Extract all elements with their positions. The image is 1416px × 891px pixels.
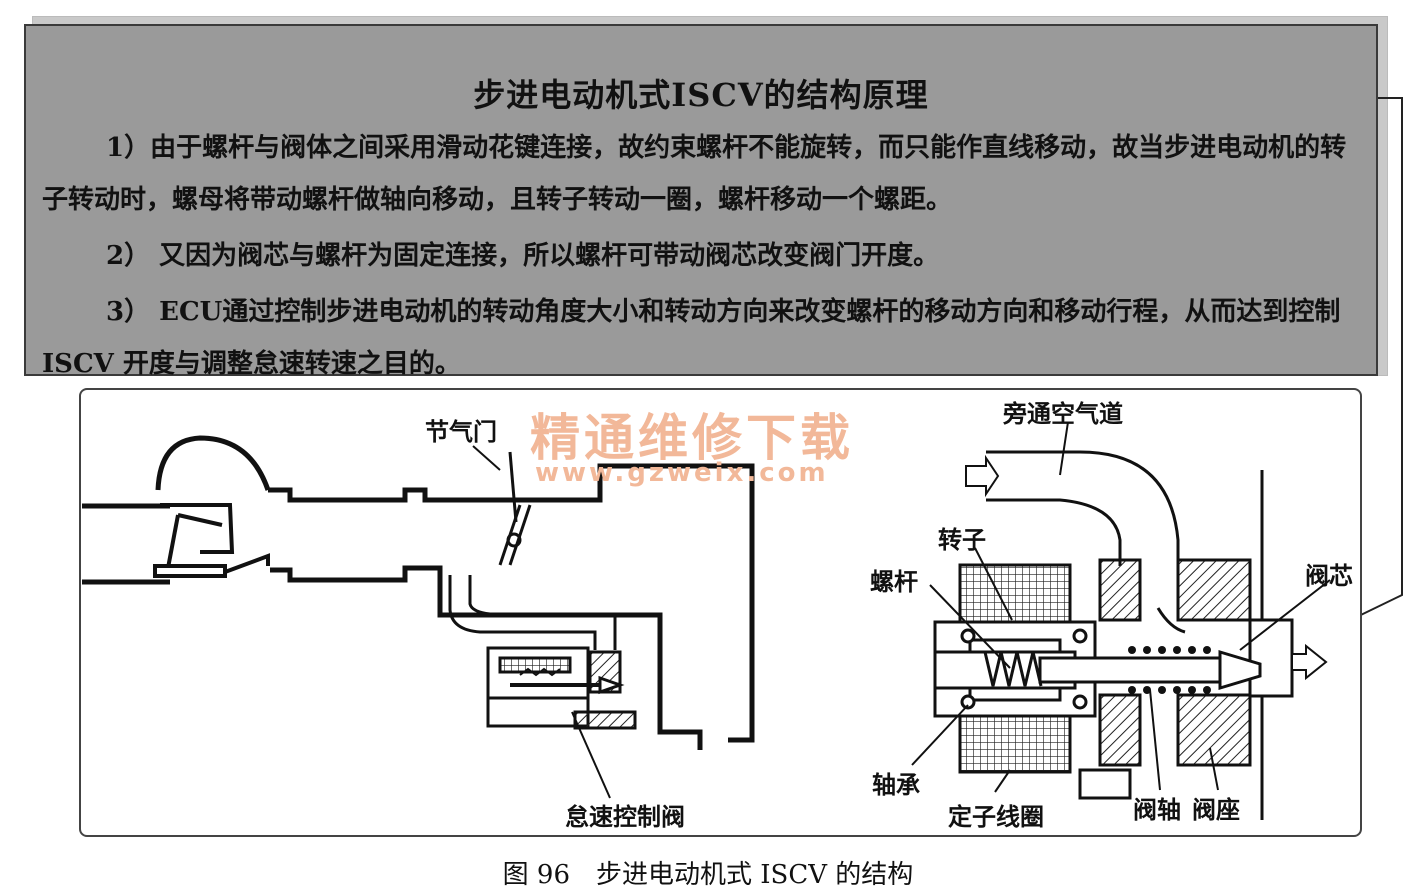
bypass-passage: [965, 450, 1180, 566]
paragraph-3: 3） ECU通过控制步进电动机的转动角度大小和转动方向来改变螺杆的移动方向和移动…: [42, 297, 1341, 379]
card-title: 步进电动机式ISCV的结构原理: [473, 76, 929, 114]
label-valve-core: 阀芯: [1305, 562, 1353, 590]
watermark-url: www.gzweix.com: [535, 458, 829, 488]
air-flap: [153, 503, 270, 578]
label-stator-coil: 定子线圈: [948, 803, 1044, 831]
valve-shaft: [983, 646, 1262, 694]
label-rotor: 转子: [938, 526, 986, 554]
figure-caption: 图 96 步进电动机式 ISCV 的结构: [502, 860, 914, 890]
label-valve-seat: 阀座: [1192, 796, 1240, 824]
intake-pipe: [82, 435, 755, 750]
label-bypass: 旁通空气道: [1003, 400, 1123, 428]
leaders-right: [911, 421, 1331, 793]
flow-arrows: [1156, 607, 1328, 681]
paragraph-2: 2） 又因为阀芯与螺杆为固定连接，所以螺杆可带动阀芯改变阀门开度。: [106, 241, 940, 271]
bypass-tube: [448, 575, 617, 650]
label-screw: 螺杆: [870, 568, 918, 596]
label-bearing: 轴承: [872, 771, 920, 799]
principle-card: 步进电动机式ISCV的结构原理 1）由于螺杆与阀体之间采用滑动花键连接，故约束螺…: [24, 24, 1378, 379]
leaders-left: [472, 445, 611, 799]
label-throttle: 节气门: [425, 418, 497, 446]
watermark-cn: 精通维修下载: [530, 409, 854, 467]
idle-valve-body: [486, 646, 637, 730]
label-valve-shaft: 阀轴: [1133, 796, 1181, 824]
label-idle-valve: 怠速控制阀: [565, 803, 685, 831]
diagram-panel: [79, 388, 1362, 837]
paragraph-1: 1）由于螺杆与阀体之间采用滑动花键连接，故约束螺杆不能旋转，而只能作直线移动，故…: [42, 133, 1347, 215]
throttle-plate: [498, 451, 532, 566]
